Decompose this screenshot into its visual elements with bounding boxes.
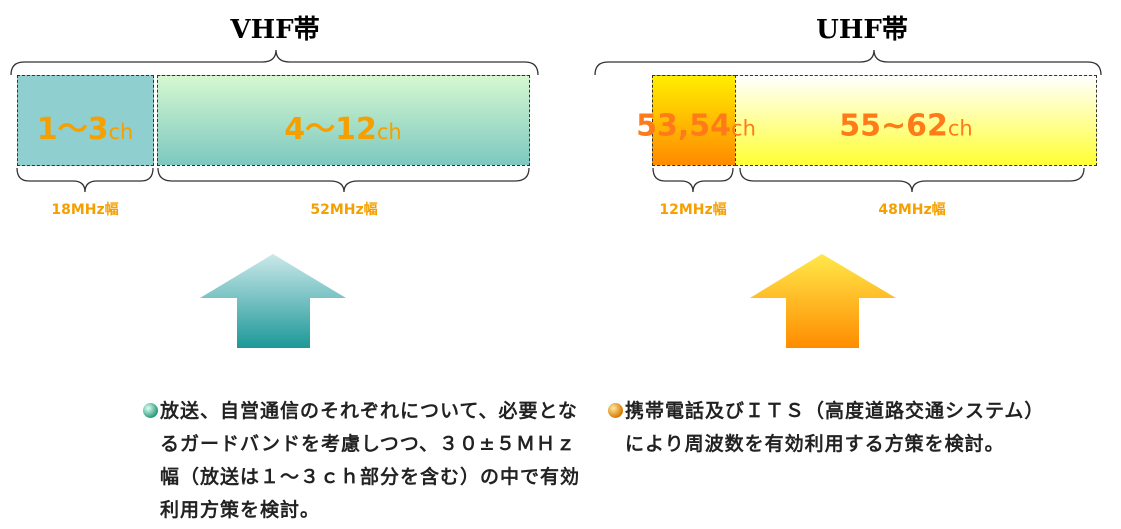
vhf-segment-1 [17, 75, 154, 166]
uhf-description-line-2: により周波数を有効利用する方策を検討。 [625, 433, 1005, 455]
orange-bullet-icon [608, 403, 623, 418]
uhf-bottom-brace-1 [652, 167, 734, 193]
uhf-segment-1-label: 53,54ch [636, 108, 756, 144]
vhf-description-line-3: 幅（放送は１～３ｃｈ部分を含む）の中で有効 [160, 466, 581, 488]
vhf-top-brace [10, 49, 539, 76]
uhf-segment-2-label: 55~62ch [839, 108, 973, 144]
uhf-title: UHF帯 [816, 15, 908, 45]
uhf-segment-1 [652, 75, 736, 166]
uhf-description-line-1: 携帯電話及びＩＴＳ（高度道路交通システム） [608, 395, 1044, 428]
uhf-width-label-2: 48MHz幅 [878, 202, 946, 218]
uhf-top-brace [594, 49, 1102, 76]
uhf-bottom-brace-2 [739, 167, 1085, 193]
vhf-title: VHF帯 [230, 15, 320, 45]
uhf-segment-2 [735, 75, 1097, 166]
vhf-description: 放送、自営通信のそれぞれについて、必要とな るガードバンドを考慮しつつ、３０±５… [143, 395, 580, 527]
vhf-width-label-1: 18MHz幅 [51, 202, 119, 218]
vhf-segment-2-label: 4～12ch [284, 112, 402, 147]
uhf-width-label-1: 12MHz幅 [659, 202, 727, 218]
vhf-width-label-2: 52MHz幅 [310, 202, 378, 218]
vhf-bottom-brace-2 [157, 167, 530, 193]
teal-bullet-icon [143, 403, 158, 418]
vhf-segment-1-label: 1～3ch [36, 112, 134, 147]
vhf-description-line-2: るガードバンドを考慮しつつ、３０±５ＭＨｚ [160, 433, 576, 455]
vhf-description-line-1: 放送、自営通信のそれぞれについて、必要とな [143, 395, 580, 428]
vhf-up-arrow [200, 254, 346, 348]
vhf-segment-2 [157, 75, 530, 166]
vhf-description-line-4: 利用方策を検討。 [160, 499, 321, 521]
uhf-up-arrow [750, 254, 896, 348]
uhf-description: 携帯電話及びＩＴＳ（高度道路交通システム） により周波数を有効利用する方策を検討… [608, 395, 1044, 461]
vhf-bottom-brace-1 [16, 167, 154, 193]
